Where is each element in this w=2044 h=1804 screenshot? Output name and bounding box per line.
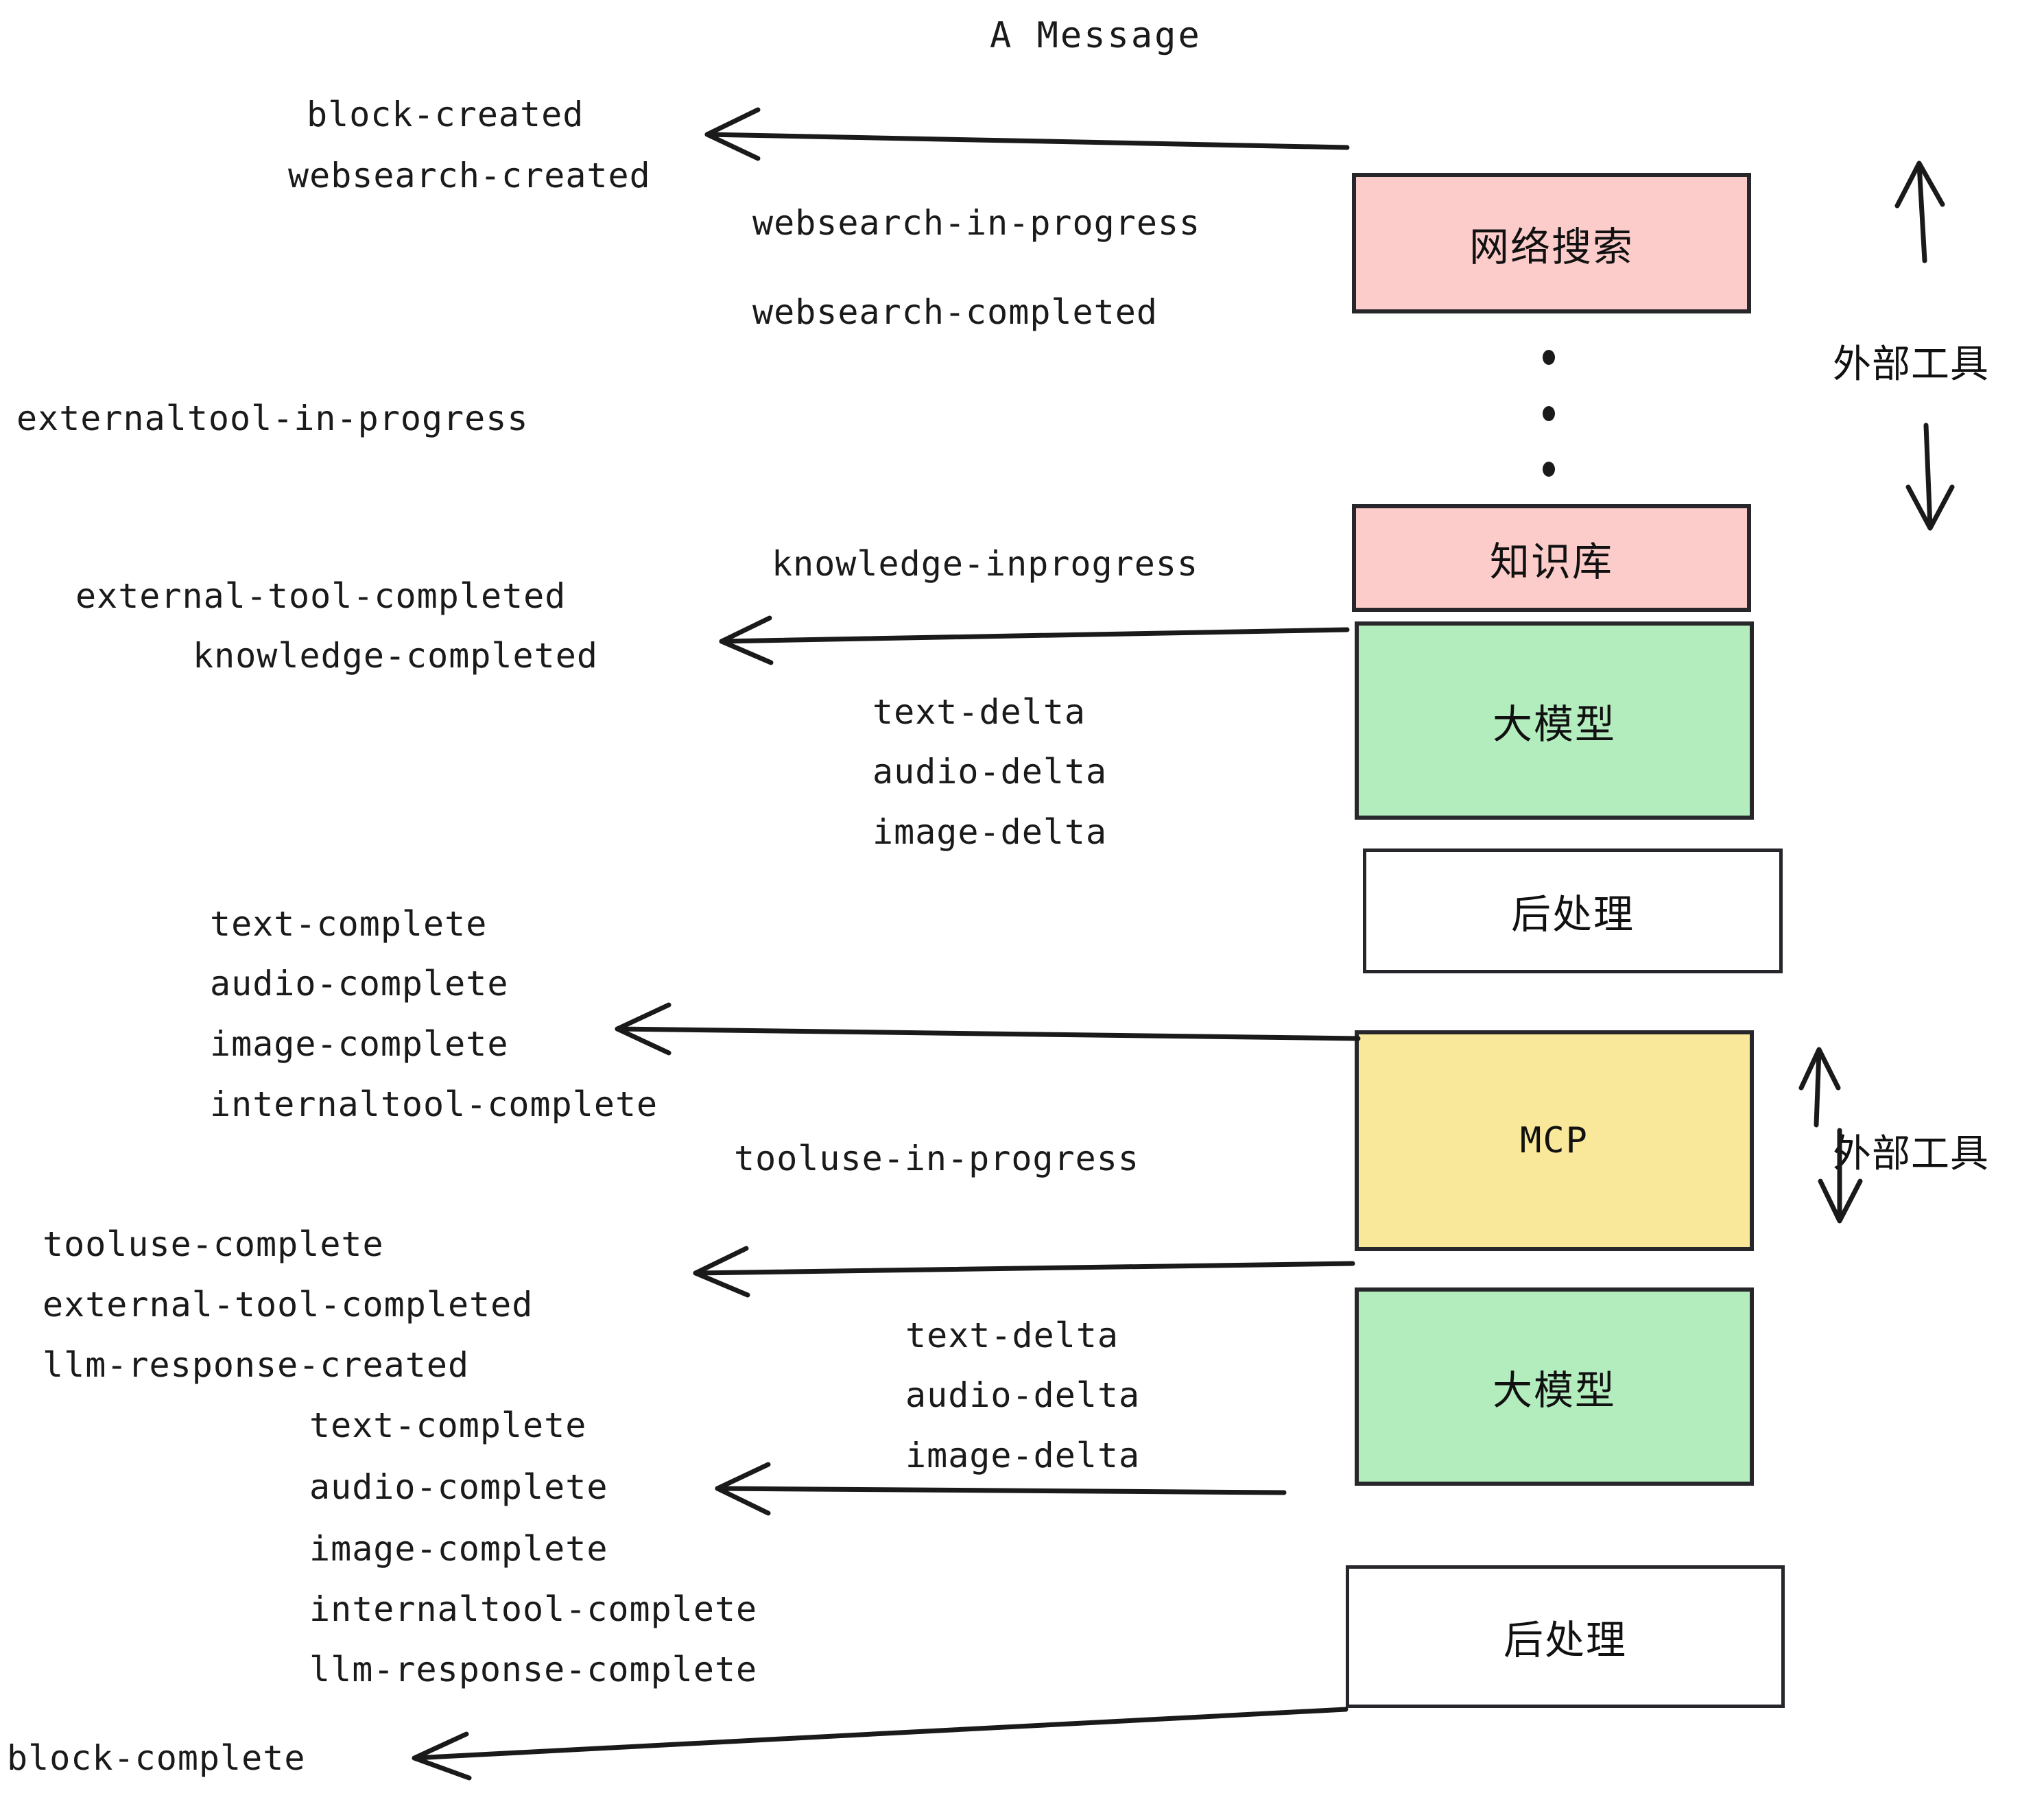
page-title: A Message [990,15,1202,56]
event-audio-delta-2: audio-delta [905,1375,1141,1415]
arrow-block-complete [412,1707,1348,1781]
event-external-tool-completed-1: external-tool-completed [75,576,567,616]
node-postprocess-1-label: 后处理 [1510,891,1635,938]
event-image-delta-1: image-delta [872,812,1108,852]
external-tools-bottom-arrow-up [1798,1047,1841,1128]
side-label-external-tools-top: 外部工具 [1833,342,1989,387]
node-postprocess-1: 后处理 [1363,848,1783,973]
event-text-complete-1: text-complete [210,904,488,944]
event-block-created: block-created [307,95,584,134]
external-tools-top-arrow-up [1894,161,1945,263]
event-websearch-completed: websearch-completed [752,292,1158,332]
node-knowledge-label: 知识库 [1489,538,1613,585]
event-tooluse-in-progress: tooluse-in-progress [734,1139,1139,1178]
event-knowledge-completed: knowledge-completed [193,636,598,676]
arrow-image-complete [615,1002,1361,1056]
ellipsis-dot [1543,350,1555,365]
arrow-tooluse-complete [693,1246,1355,1298]
event-audio-complete-2: audio-complete [309,1467,608,1507]
event-websearch-in-progress: websearch-in-progress [752,203,1201,243]
node-llm-2: 大模型 [1355,1287,1754,1486]
event-text-delta-2: text-delta [905,1316,1119,1355]
event-llm-response-created: llm-response-created [43,1345,470,1385]
event-audio-complete-1: audio-complete [210,964,509,1004]
event-tooluse-complete: tooluse-complete [43,1224,384,1264]
arrow-knowledge-completed [719,615,1350,665]
node-mcp-label: MCP [1520,1120,1589,1161]
node-llm-1-label: 大模型 [1492,700,1616,748]
vertical-ellipsis-icon [1541,350,1557,477]
event-image-delta-2: image-delta [905,1436,1141,1475]
node-llm-1: 大模型 [1355,621,1754,820]
event-block-complete: block-complete [7,1738,306,1778]
event-llm-response-complete: llm-response-complete [309,1650,758,1689]
event-externaltool-in-progress: externaltool-in-progress [16,399,529,438]
ellipsis-dot [1543,405,1555,421]
event-text-delta-1: text-delta [872,692,1086,732]
event-audio-delta-1: audio-delta [872,752,1108,792]
node-llm-2-label: 大模型 [1492,1366,1616,1414]
event-internaltool-complete-2: internaltool-complete [309,1589,758,1629]
node-websearch: 网络搜索 [1352,173,1751,313]
node-postprocess-2: 后处理 [1346,1565,1785,1708]
event-websearch-created: websearch-created [288,156,651,195]
event-image-complete-1: image-complete [210,1024,509,1064]
node-knowledge: 知识库 [1352,504,1751,612]
event-image-complete-2: image-complete [309,1529,608,1569]
node-postprocess-2-label: 后处理 [1503,1617,1627,1663]
ellipsis-dot [1543,462,1555,477]
event-internaltool-complete-1: internaltool-complete [210,1084,658,1124]
side-label-external-tools-bottom: 外部工具 [1833,1132,1989,1176]
node-mcp: MCP [1355,1030,1754,1251]
external-tools-top-arrow-down [1905,423,1955,531]
node-websearch-label: 网络搜索 [1469,223,1634,270]
event-text-complete-2: text-complete [309,1405,587,1445]
event-knowledge-inprogress: knowledge-inprogress [772,544,1199,584]
arrow-block-created [704,107,1350,161]
event-external-tool-completed-2: external-tool-completed [43,1285,534,1325]
